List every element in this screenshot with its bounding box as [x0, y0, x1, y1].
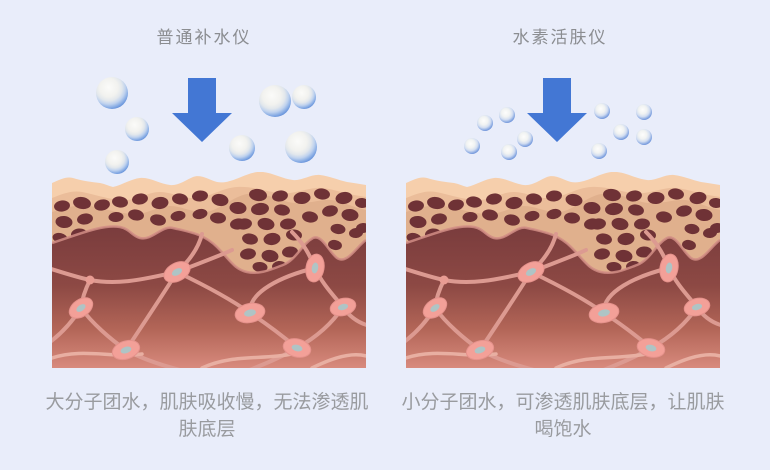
left-caption: 大分子团水，肌肤吸收慢，无法渗透肌肤底层 [45, 392, 369, 440]
water-cluster-bubble [285, 131, 317, 163]
water-cluster-bubble [292, 85, 316, 109]
water-cluster-bubble [259, 85, 291, 117]
water-cluster-bubble [477, 115, 493, 131]
arrow-down-icon [527, 78, 587, 142]
water-cluster-bubble [636, 129, 652, 145]
water-cluster-bubble [636, 104, 652, 120]
water-cluster-bubble [125, 117, 149, 141]
arrow-down-icon [172, 78, 232, 142]
skin-cross-section-illustration-right [406, 172, 720, 368]
water-cluster-bubble [501, 144, 517, 160]
water-cluster-bubble [613, 124, 629, 140]
water-cluster-bubble [96, 77, 128, 109]
water-cluster-bubble [591, 143, 607, 159]
skin-cross-section-illustration-left [52, 172, 366, 368]
water-cluster-bubble [229, 135, 255, 161]
right-device-title: 水素活肤仪 [512, 28, 608, 47]
left-device-title: 普通补水仪 [156, 28, 252, 47]
right-caption: 小分子团水，可渗透肌肤底层，让肌肤喝饱水 [401, 392, 725, 440]
water-cluster-bubble [594, 103, 610, 119]
water-cluster-bubble [105, 150, 129, 174]
water-cluster-bubble [464, 138, 480, 154]
water-cluster-bubble [499, 107, 515, 123]
